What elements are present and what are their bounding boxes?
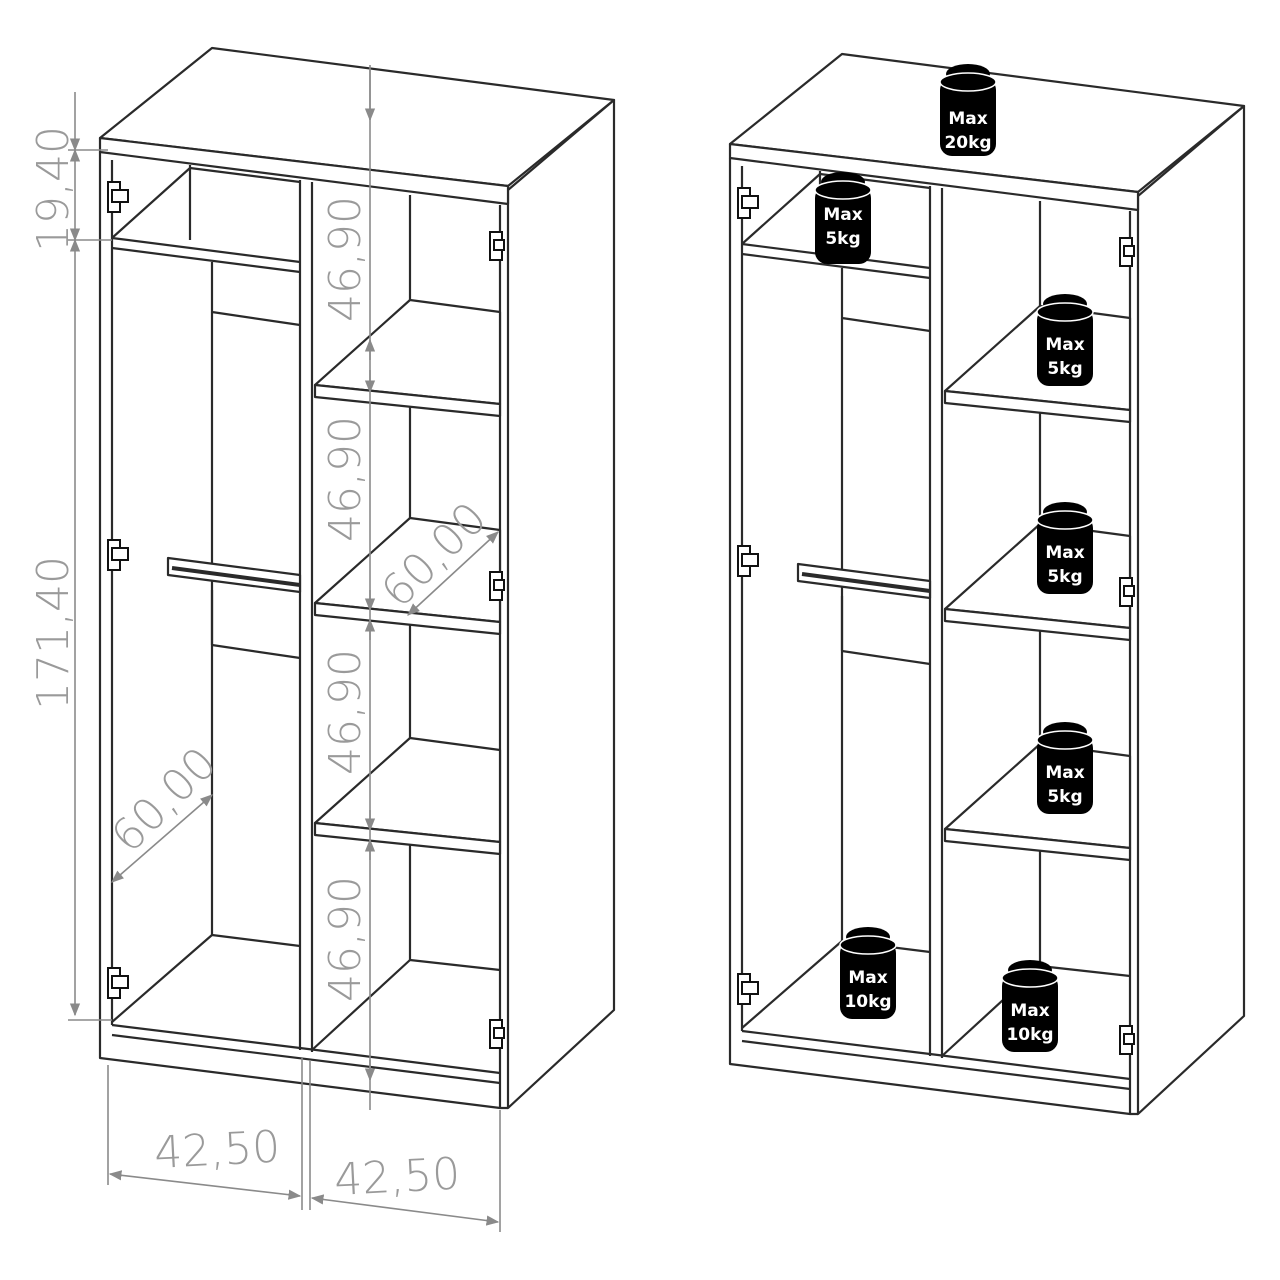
weight-label: Max [1045, 543, 1084, 563]
weight-value: 20kg [944, 133, 991, 153]
weight-value: 5kg [1047, 359, 1082, 379]
weight-label: Max [848, 968, 887, 988]
weight-label: Max [1045, 335, 1084, 355]
dim-width-right: 42,50 [333, 1148, 461, 1206]
weight-value: 10kg [1006, 1025, 1053, 1045]
weight-value: 5kg [825, 229, 860, 249]
dimension-lines [68, 65, 501, 1232]
weight-limit-5kg: Max 5kg [814, 171, 872, 265]
weight-value: 10kg [844, 992, 891, 1012]
dim-shelf-gap: 46,90 [320, 876, 371, 1002]
wardrobe-load-limits [728, 52, 1246, 1116]
weight-limit-5kg: Max 5kg [1036, 293, 1094, 387]
dim-depth-left: 60,00 [102, 738, 227, 863]
weight-label: Max [948, 109, 987, 129]
dim-shelf-gap: 46,90 [320, 649, 371, 775]
weight-limit-10kg: Max 10kg [1001, 959, 1059, 1053]
weight-label: Max [1010, 1001, 1049, 1021]
dim-shelf-gap: 46,90 [320, 196, 371, 322]
weight-limit-20kg: Max 20kg [939, 63, 997, 157]
weight-value: 5kg [1047, 567, 1082, 587]
weight-limit-5kg: Max 5kg [1036, 501, 1094, 595]
weight-limit-10kg: Max 10kg [839, 926, 897, 1020]
dim-width-left: 42,50 [153, 1121, 281, 1179]
dim-total-height: 171,40 [28, 556, 79, 710]
dim-top-height: 19,40 [28, 126, 79, 252]
weight-value: 5kg [1047, 787, 1082, 807]
dim-shelf-gap: 46,90 [320, 416, 371, 542]
weight-limit-5kg: Max 5kg [1036, 721, 1094, 815]
weight-label: Max [823, 205, 862, 225]
weight-label: Max [1045, 763, 1084, 783]
